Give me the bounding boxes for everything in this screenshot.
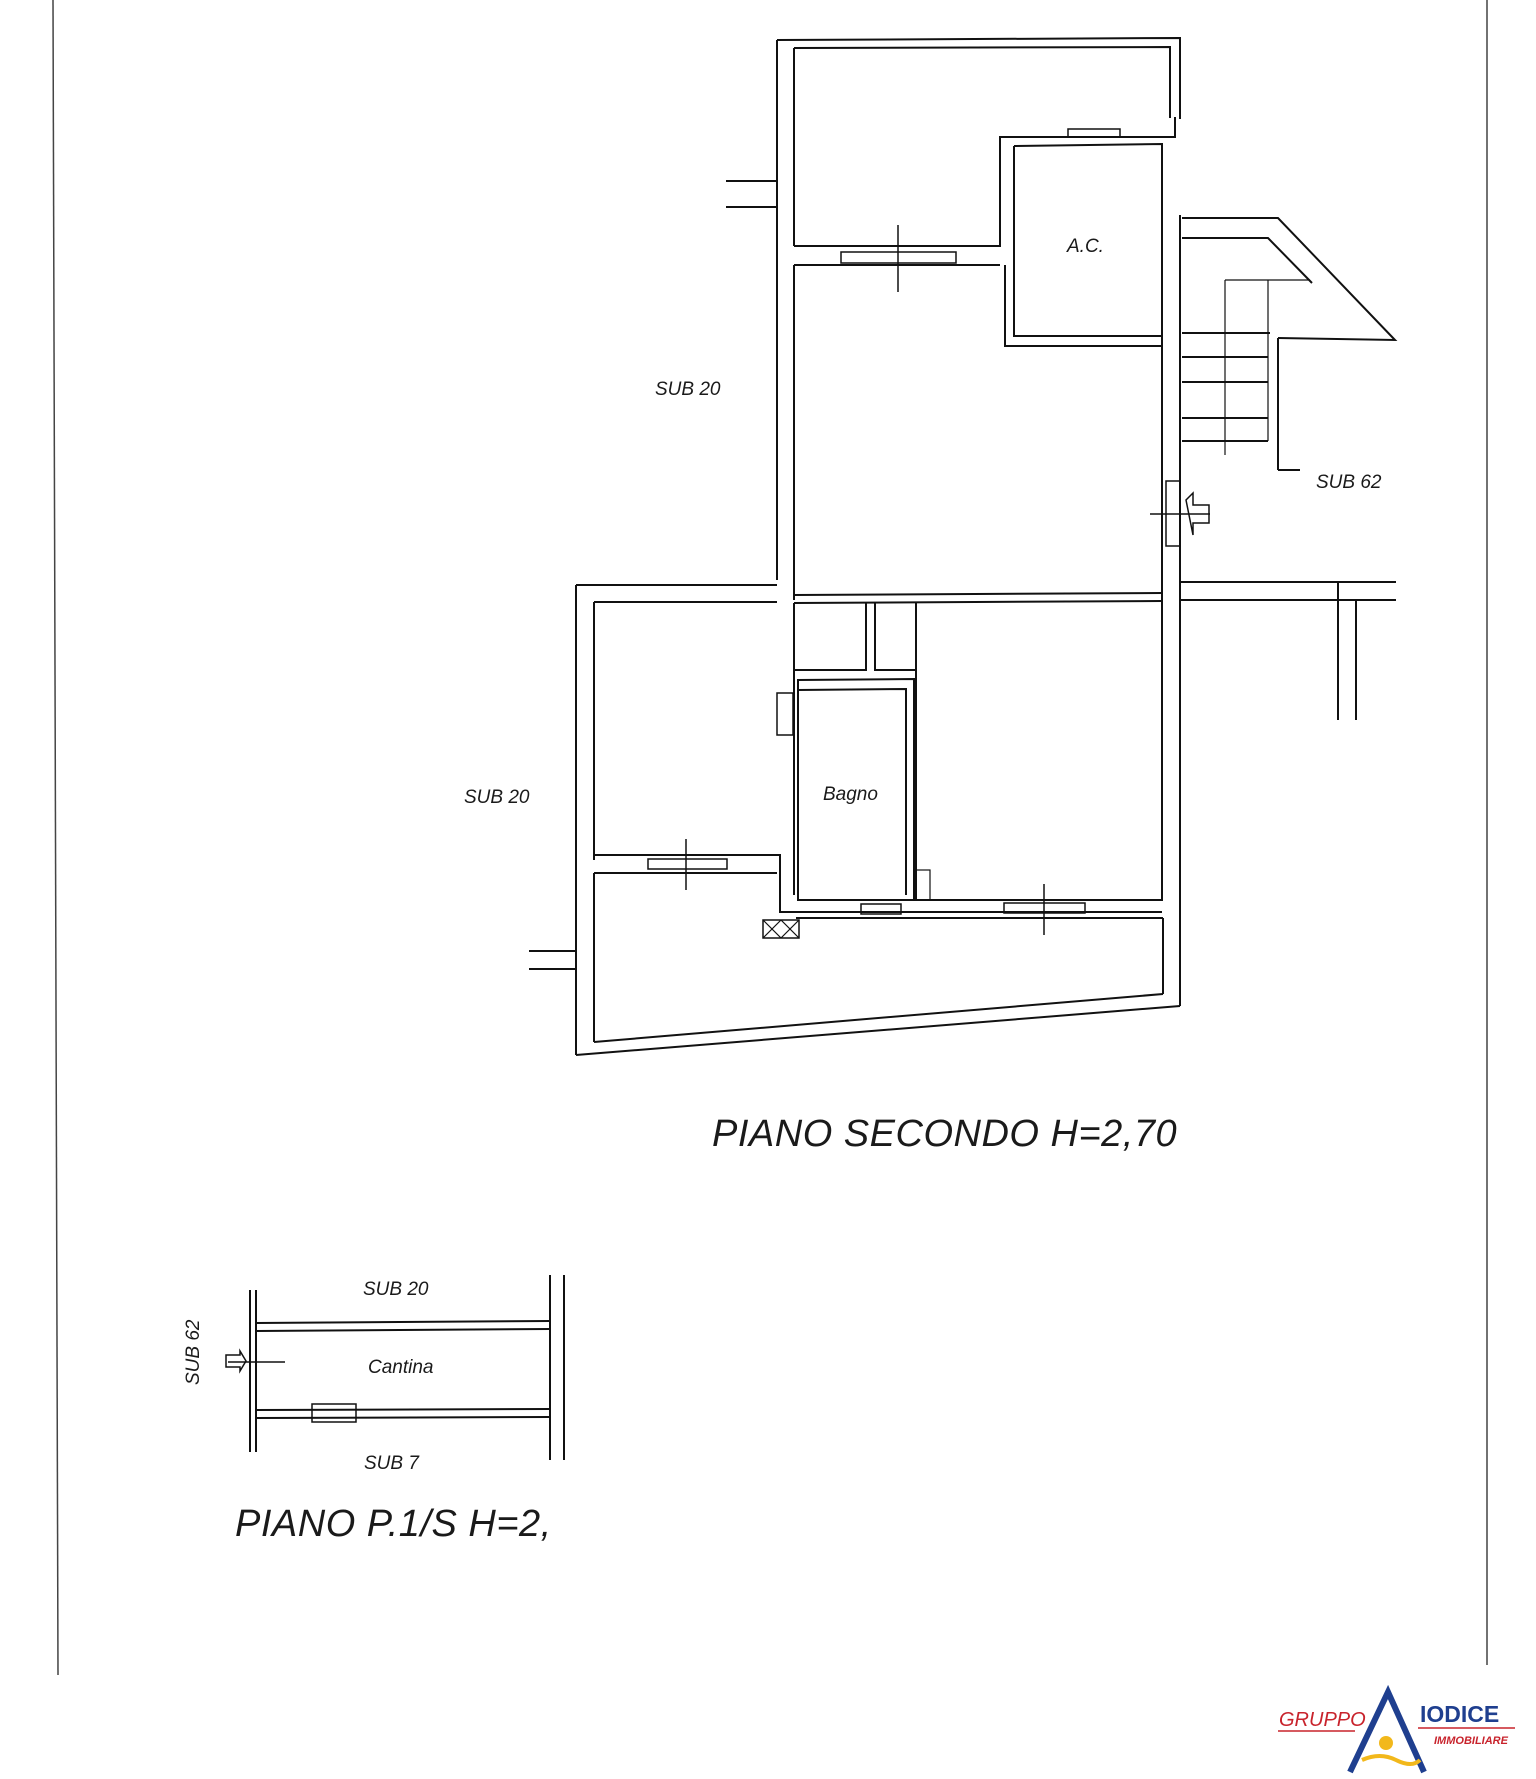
logo-a-mark-icon [1347,1684,1427,1774]
neighbor-label-sub20-top: SUB 20 [655,379,721,400]
basement-neighbor-sub62: SUB 62 [183,1319,204,1385]
neighbor-label-sub62: SUB 62 [1316,472,1382,493]
second-floor-plan [529,36,1398,1056]
logo-iodice-text: IODICE [1420,1701,1499,1727]
logo-immobiliare-text: IMMOBILIARE [1434,1735,1509,1747]
basement-plan [225,1275,565,1460]
room-label-ac: A.C. [1066,236,1104,257]
left-margin-line [52,0,59,1676]
basement-neighbor-sub20: SUB 20 [363,1279,429,1300]
logo-gruppo-text: GRUPPO [1279,1709,1366,1731]
room-label-bagno: Bagno [823,784,878,805]
neighbor-label-sub20-left: SUB 20 [464,787,530,808]
gruppo-iodice-logo: GRUPPO IODICE IMMOBILIARE [1278,1684,1515,1774]
basement-title: PIANO P.1/S H=2, [235,1503,552,1545]
basement-neighbor-sub7: SUB 7 [364,1453,420,1474]
basement-room-cantina: Cantina [368,1357,434,1378]
second-floor-title: PIANO SECONDO H=2,70 [712,1113,1177,1155]
